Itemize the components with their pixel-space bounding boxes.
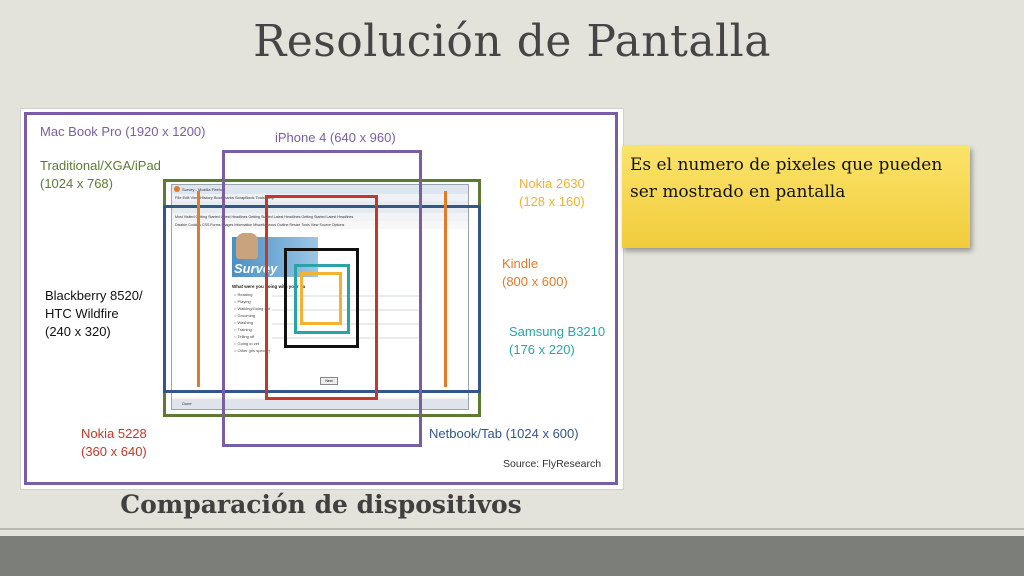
nokia5228-resolution: (360 x 640) [81,444,147,459]
ipad-label: Traditional/XGA/iPad [40,158,161,173]
browser-title-bar: Survey - Mozilla Firefox [172,185,468,194]
survey-option: Telling off [234,334,254,339]
survey-option: Grooming [234,313,256,318]
netbook-label: Netbook/Tab (1024 x 600) [429,426,579,441]
person-photo [236,233,258,259]
survey-option: Training [234,327,251,332]
samsung-resolution: (176 x 220) [509,342,575,357]
survey-option: Reading [234,292,253,297]
blackberry-label: Blackberry 8520/ [45,288,143,303]
sticky-note-text: Es el numero de pixeles que pueden ser m… [630,155,943,202]
survey-option: Playing [234,299,251,304]
iphone-outline [222,150,422,447]
nokia5228-outline [265,195,378,400]
browser-status-bar: Done [172,399,468,409]
samsung-outline [294,264,350,334]
kindle-resolution: (800 x 600) [502,274,568,289]
macbook-outline [24,112,618,485]
iphone-label: iPhone 4 (640 x 960) [275,130,396,145]
browser-webdev-bar: Disable Cookies CSS Forms Images Informa… [172,221,468,229]
slide-title: Resolución de Pantalla [253,16,771,67]
blackberry-resolution: (240 x 320) [45,324,111,339]
firefox-icon [174,186,180,192]
survey-option: Walking/Going out [234,306,271,311]
netbook-outline [163,205,481,393]
footer-divider [0,528,1024,530]
sticky-note: Es el numero de pixeles que pueden ser m… [622,146,970,248]
survey-question: What were you doing with your ha [232,284,306,289]
nokia2630-outline [300,272,342,325]
nokia2630-label: Nokia 2630 [519,176,585,191]
browser-title: Survey - Mozilla Firefox [182,187,224,192]
nokia5228-label: Nokia 5228 [81,426,147,441]
survey-row-line [272,337,422,339]
blackberry-outline [284,248,359,348]
survey-option: Other (pls specify) [234,348,270,353]
nokia2630-resolution: (128 x 160) [519,194,585,209]
survey-option: Going to vet [234,341,260,346]
ipad-resolution: (1024 x 768) [40,176,113,191]
figure-caption: Comparación de dispositivos [120,490,522,519]
device-comparison-figure: Survey - Mozilla Firefox File Edit View … [20,108,624,490]
samsung-label: Samsung B3210 [509,324,606,339]
blackberry-label-2: HTC Wildfire [45,306,119,321]
survey-next-button: Next [320,377,338,385]
kindle-outline [197,191,447,387]
kindle-label: Kindle [502,256,539,271]
figure-source: Source: FlyResearch [503,458,602,470]
browser-bookmarks-bar: Most Visited Getting Started Latest Head… [172,213,468,221]
browser-page: Survey What were you doing with your ha … [172,229,468,397]
survey-option: Washing [234,320,253,325]
footer-bar [0,536,1024,576]
macbook-label: Mac Book Pro (1920 x 1200) [40,124,206,139]
